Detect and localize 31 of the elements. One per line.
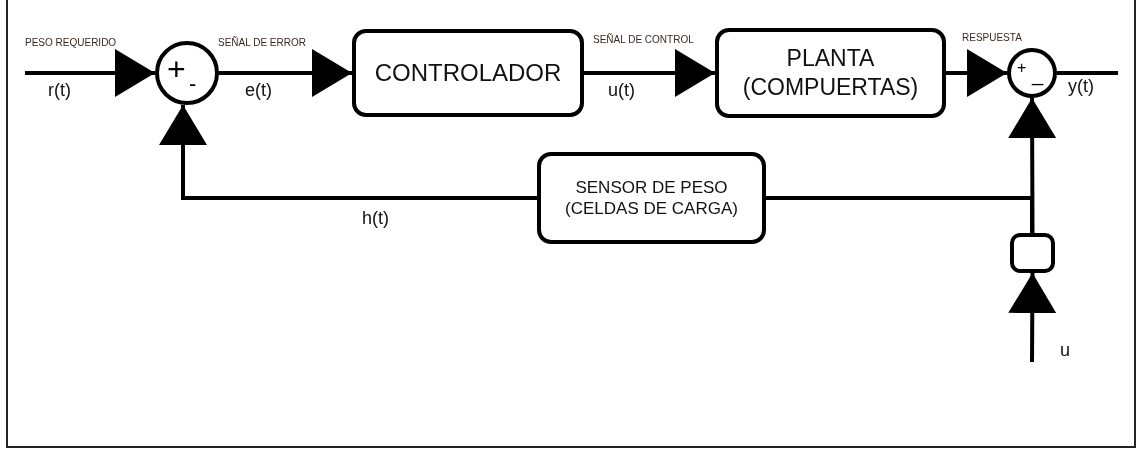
signal-label: h(t): [362, 208, 389, 229]
process-block: [352, 29, 584, 117]
minus-sign: -: [189, 73, 197, 95]
summing-junction: [155, 41, 219, 105]
signal-label: SEÑAL DE ERROR: [218, 37, 306, 48]
signal-arrow: [159, 105, 537, 200]
summing-junction: [1007, 48, 1057, 98]
block-label: SENSOR DE PESO (CELDAS DE CARGA): [564, 176, 739, 220]
signal-label: e(t): [245, 80, 272, 101]
signal-arrow: [25, 49, 155, 97]
block-label: CONTROLADOR: [373, 58, 563, 88]
signal-label: RESPUESTA: [962, 32, 1022, 43]
signal-arrow: [1008, 273, 1057, 362]
process-block: [537, 152, 766, 244]
signal-label: r(t): [48, 80, 71, 101]
signal-arrow: [219, 49, 352, 97]
signal-arrow: [584, 49, 715, 97]
block-label: PLANTA (COMPUERTAS): [741, 44, 920, 102]
empty-block: [1010, 233, 1055, 273]
minus-sign: _: [1032, 64, 1044, 84]
signal-label: u: [1060, 340, 1070, 361]
plus-sign: +: [167, 53, 186, 85]
signal-line: [766, 196, 1034, 233]
signal-arrow: [946, 49, 1007, 97]
signal-label: SEÑAL DE CONTROL: [593, 34, 694, 45]
signal-line: [1057, 71, 1118, 75]
signal-label: PESO REQUERIDO: [25, 37, 117, 48]
process-block: [715, 28, 946, 118]
signal-label: u(t): [608, 80, 635, 101]
signal-label: y(t): [1068, 76, 1094, 97]
plus-sign: +: [1017, 60, 1027, 76]
